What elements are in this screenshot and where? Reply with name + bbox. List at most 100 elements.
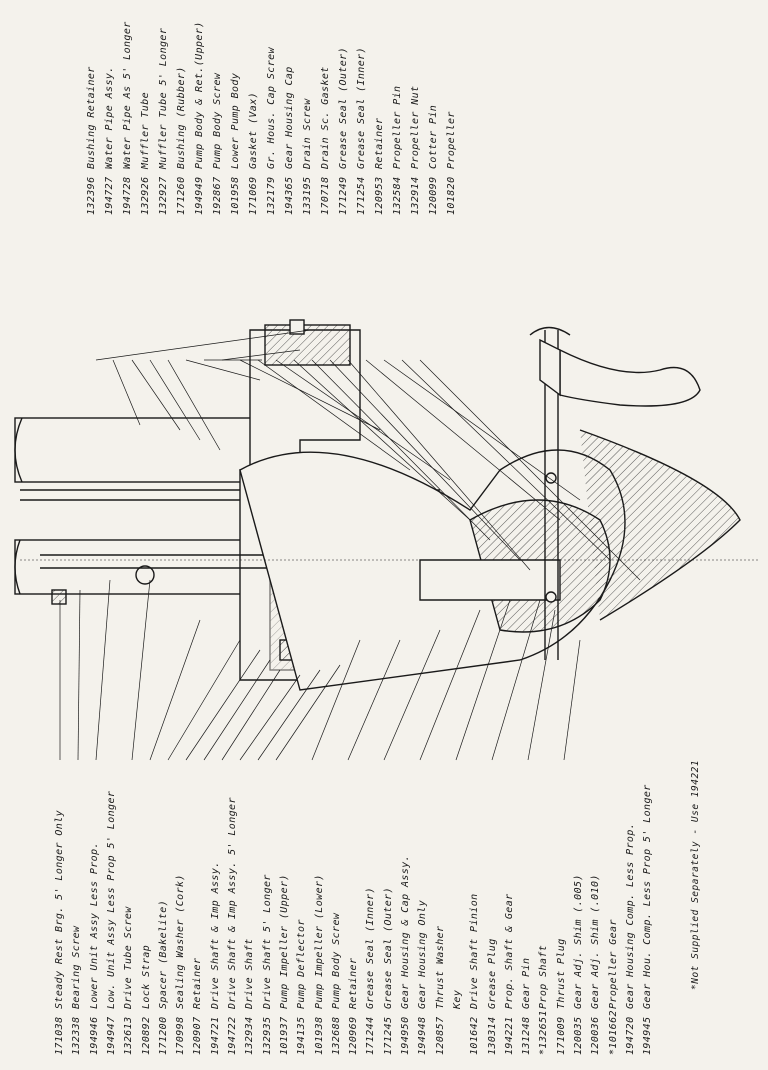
part-number: 171249 bbox=[338, 176, 349, 215]
left_parts-row: *132651Prop Shaft bbox=[538, 945, 549, 1055]
left_parts-row: 101937 Pump Impeller (Upper) bbox=[279, 874, 290, 1055]
gear-housing-skeg bbox=[239, 429, 741, 691]
part-number: 194946 bbox=[88, 1016, 100, 1055]
part-description: Prop. Shaft & Gear bbox=[503, 893, 515, 1009]
part-description: Prop Shaft bbox=[538, 944, 550, 1009]
part-number: 101958 bbox=[230, 176, 241, 215]
right_parts-row: 120953 Retainer bbox=[374, 118, 385, 215]
part-number: 194135 bbox=[296, 1016, 308, 1055]
right_parts-row: 194728 Water Pipe As 5' Longer bbox=[122, 21, 133, 215]
part-number: 132179 bbox=[266, 176, 277, 215]
left_parts-row: 194721Drive Shaft & Imp Assy. bbox=[210, 861, 221, 1055]
part-number: 170998 bbox=[175, 1016, 187, 1055]
right_parts-row: 194365Gear Housing Cap bbox=[284, 66, 295, 215]
part-description: Muffler Tube 5' Longer bbox=[158, 27, 169, 169]
part-number: *101662 bbox=[607, 1010, 619, 1055]
part-description: Propeller Gear bbox=[607, 919, 619, 1009]
right_parts-row: 171069Gasket (Vax) bbox=[248, 92, 259, 215]
right_parts-row: 171254 Grease Seal (Inner) bbox=[356, 47, 367, 215]
part-number: 194945 bbox=[642, 1016, 654, 1055]
part-description: Water Pipe Assy. bbox=[104, 66, 115, 169]
part-number: 132338 bbox=[71, 1016, 83, 1055]
part-number: 131248 bbox=[521, 1016, 533, 1055]
part-description: Pump Body Screw bbox=[330, 912, 342, 1009]
part-number: *132651 bbox=[538, 1010, 550, 1055]
part-number: 194727 bbox=[104, 176, 115, 215]
part-number: 170718 bbox=[320, 176, 331, 215]
part-description: Grease Seal (Outer) bbox=[382, 887, 394, 1009]
right_parts-row: 132914Propeller Nut bbox=[410, 86, 421, 215]
part-number: 132926 bbox=[140, 176, 151, 215]
part-description: Pump Impeller (Upper) bbox=[278, 874, 290, 1009]
part-number: 171254 bbox=[356, 176, 367, 215]
left_parts-row: 132338Bearing Screw bbox=[71, 926, 82, 1055]
right_parts-row: 132584Propeller Pin bbox=[392, 86, 403, 215]
right_parts-row: 171260Bushing (Rubber) bbox=[176, 66, 187, 215]
part-number: 194728 bbox=[122, 176, 133, 215]
left_parts-row: 171244Grease Seal (Inner) bbox=[365, 887, 376, 1055]
left_parts-row: 120036Gear Adj. Shim (.010) bbox=[590, 874, 601, 1055]
part-number: 194722 bbox=[227, 1016, 238, 1055]
left_parts-row: 194947Low. Unit Assy Less Prop 5' Longer bbox=[106, 791, 117, 1055]
part-description: Drive Tube Screw bbox=[123, 906, 135, 1009]
part-description: Drain Screw bbox=[302, 98, 313, 169]
part-number: 132688 bbox=[330, 1016, 342, 1055]
right_parts-row: 132926 Muffler Tube bbox=[140, 92, 151, 215]
right_parts-row: 101820 Propeller bbox=[446, 111, 457, 215]
part-description: Pump Deflector bbox=[296, 919, 308, 1009]
part-number: 133195 bbox=[302, 176, 313, 215]
right_parts-row: 192867Pump Body Screw bbox=[212, 73, 223, 215]
part-description: Water Pipe As 5' Longer bbox=[122, 21, 133, 169]
part-number: 132396 bbox=[86, 176, 97, 215]
left_parts-row: Key bbox=[452, 990, 463, 1055]
right_parts-row: 120099Cotter Pin bbox=[428, 105, 439, 215]
part-number: 171069 bbox=[248, 176, 259, 215]
part-number: 194949 bbox=[194, 176, 205, 215]
part-number: 171260 bbox=[176, 176, 187, 215]
part-description: Drive Shaft & Imp Assy. bbox=[209, 861, 221, 1009]
part-description: Gear Housing & Cap Assy. bbox=[400, 854, 411, 1009]
part-description: Grease Seal (Inner) bbox=[356, 47, 367, 169]
propeller-blade bbox=[529, 326, 701, 407]
left_parts-row: 132934Drive Shaft bbox=[244, 938, 255, 1055]
part-number: 194948 bbox=[417, 1016, 429, 1055]
left_parts-row: *101662Propeller Gear bbox=[608, 919, 619, 1055]
part-number: 101937 bbox=[278, 1016, 290, 1055]
part-number: 194720 bbox=[624, 1016, 636, 1055]
part-description: Propeller Nut bbox=[410, 85, 421, 169]
part-description: Sealing Washer (Cork) bbox=[175, 874, 187, 1009]
part-description: Lower Pump Body bbox=[230, 72, 241, 169]
part-description: Pump Body Screw bbox=[212, 72, 223, 169]
left_parts-row: 101938Pump Impeller (Lower) bbox=[314, 874, 325, 1055]
part-description: Gear Housing Only bbox=[417, 899, 429, 1009]
left_parts-row: 194946 Lower Unit Assy Less Prop. bbox=[89, 842, 100, 1055]
right_parts-row: 132927 Muffler Tube 5' Longer bbox=[158, 28, 169, 215]
left_parts-row: 194720Gear Housing Comp. Less Prop. bbox=[625, 823, 636, 1055]
right_parts-row: 170718 Drain Sc. Gasket bbox=[320, 66, 331, 215]
part-number: 130314 bbox=[486, 1016, 498, 1055]
part-description: Drive Shaft 5' Longer bbox=[261, 874, 273, 1009]
part-description: Steady Rest Brg. 5' Longer Only bbox=[54, 809, 65, 1009]
left_parts-row: 194950Gear Housing & Cap Assy. bbox=[400, 855, 411, 1055]
part-number: 120969 bbox=[348, 1016, 360, 1055]
part-description: Key bbox=[451, 989, 463, 1009]
part-description: Cotter Pin bbox=[428, 104, 439, 169]
part-description: Drain Sc. Gasket bbox=[320, 66, 331, 169]
part-description: Pump Body & Ret.(Upper) bbox=[194, 21, 205, 169]
leader-lines-right bbox=[95, 329, 641, 581]
part-number: 101820 bbox=[446, 176, 457, 215]
part-description: Lower Unit Assy Less Prop. bbox=[88, 842, 100, 1009]
part-description: Grease Seal (Outer) bbox=[338, 47, 349, 169]
left_parts-row: 132613Drive Tube Screw bbox=[123, 906, 134, 1055]
left_parts-row: 132688 Pump Body Screw bbox=[331, 913, 342, 1055]
part-number: 132927 bbox=[158, 176, 169, 215]
part-description: Muffler Tube bbox=[140, 91, 151, 169]
part-number: 120953 bbox=[374, 176, 385, 215]
part-number: 101642 bbox=[469, 1016, 481, 1055]
part-description: Propeller bbox=[446, 111, 457, 169]
part-description: Thrust Washer bbox=[434, 925, 446, 1009]
part-description: Retainer bbox=[374, 117, 385, 169]
part-description: Gear Hou. Comp. Less Prop 5' Longer bbox=[642, 784, 654, 1009]
part-number: 171200 bbox=[157, 1016, 169, 1055]
